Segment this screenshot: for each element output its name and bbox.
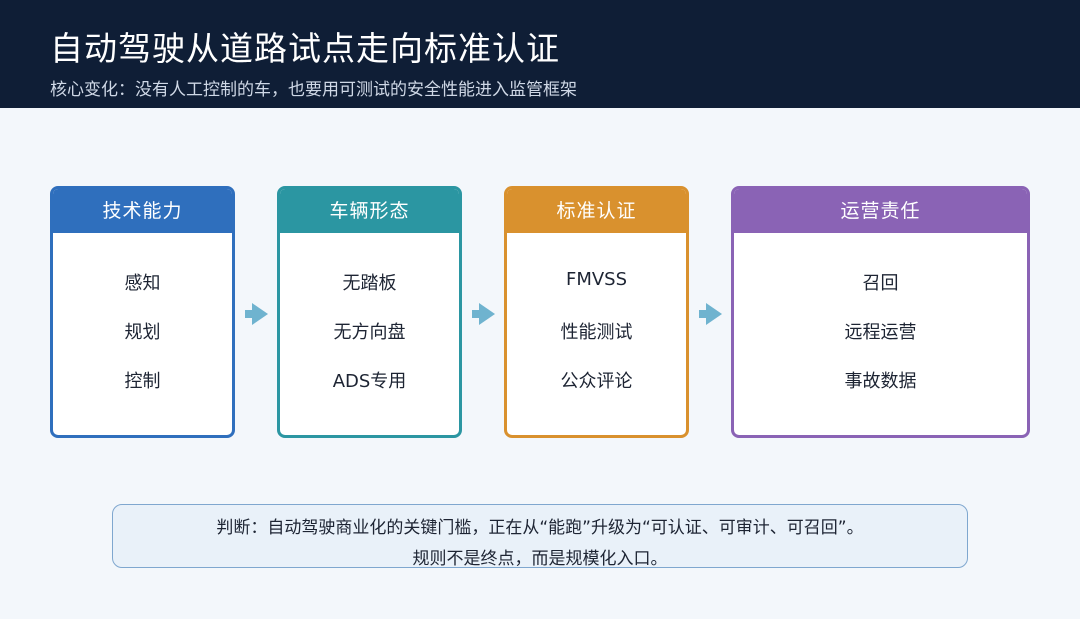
stage-item: 无方向盘: [333, 322, 406, 343]
arrow-right-icon: [244, 301, 270, 331]
stage-title: 标准认证: [507, 189, 686, 233]
note-line-1: 判断：自动驾驶商业化的关键门槛，正在从“能跑”升级为“可认证、可审计、可召回”。: [216, 518, 864, 538]
stage-item: 无踏板: [342, 273, 397, 294]
stage-item: 远程运营: [844, 322, 917, 343]
stage-item: 感知: [124, 273, 161, 294]
stage-item: ADS专用: [332, 371, 407, 392]
stage-item: 性能测试: [560, 322, 633, 343]
stage-item: 控制: [124, 371, 161, 392]
stage-title: 技术能力: [53, 189, 232, 233]
stage-card-technology: 技术能力 感知 规划 控制: [50, 186, 235, 438]
stage-item: 公众评论: [560, 371, 633, 392]
stage-title: 车辆形态: [280, 189, 459, 233]
stage-title: 运营责任: [734, 189, 1027, 233]
stage-item: FMVSS: [565, 269, 628, 290]
stage-card-standard-certification: 标准认证 FMVSS 性能测试 公众评论: [504, 186, 689, 438]
page-title: 自动驾驶从道路试点走向标准认证: [50, 29, 560, 68]
arrow-right-icon: [698, 301, 724, 331]
stage-item: 事故数据: [844, 371, 917, 392]
arrow-right-icon: [471, 301, 497, 331]
stage-item: 召回: [862, 273, 899, 294]
conclusion-note: 判断：自动驾驶商业化的关键门槛，正在从“能跑”升级为“可认证、可审计、可召回”。…: [112, 504, 968, 569]
note-line-2: 规则不是终点，而是规模化入口。: [412, 549, 668, 569]
header-banner: 自动驾驶从道路试点走向标准认证 核心变化：没有人工控制的车，也要用可测试的安全性…: [0, 0, 1080, 108]
stage-card-operation-responsibility: 运营责任 召回 远程运营 事故数据: [731, 186, 1030, 438]
stage-card-vehicle-form: 车辆形态 无踏板 无方向盘 ADS专用: [277, 186, 462, 438]
page-subtitle: 核心变化：没有人工控制的车，也要用可测试的安全性能进入监管框架: [50, 80, 577, 100]
stage-item: 规划: [124, 322, 161, 343]
